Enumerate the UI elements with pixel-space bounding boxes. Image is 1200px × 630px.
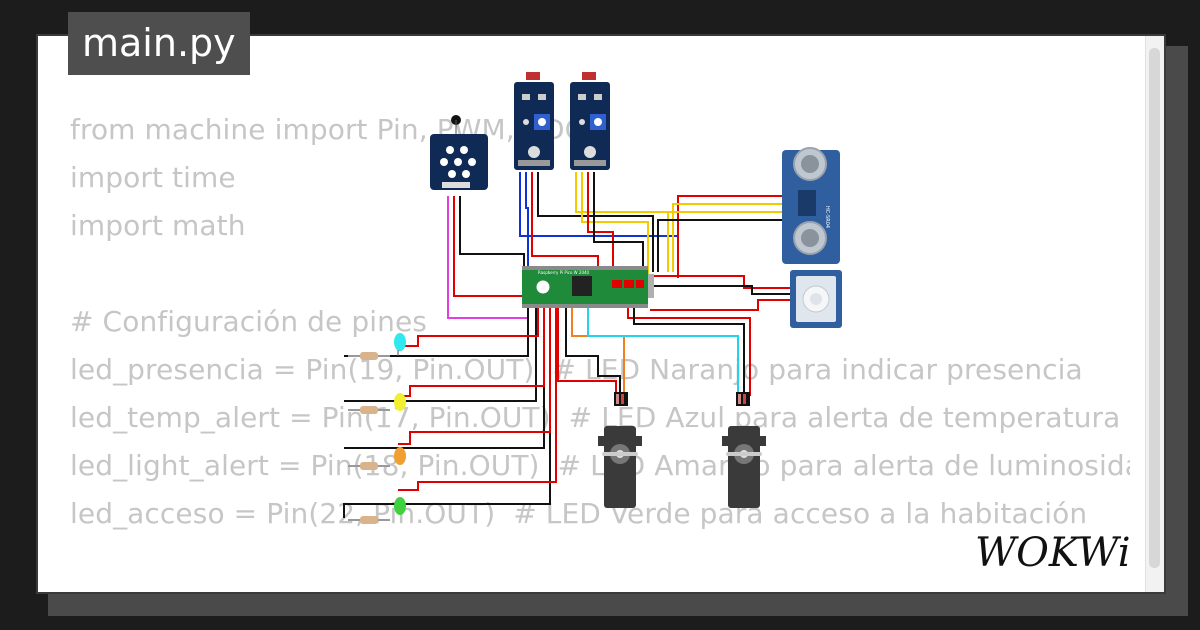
wire-cyan	[587, 306, 739, 396]
resistor-icon	[348, 462, 390, 470]
logo-text: WOKWi	[975, 530, 1131, 576]
wire-red	[587, 172, 614, 268]
servo-icon[interactable]	[598, 392, 642, 508]
pico-label: Raspberry Pi Pico W 2040	[538, 270, 590, 275]
wire-red	[531, 172, 599, 268]
led-icon[interactable]	[394, 333, 406, 356]
wire-red	[453, 196, 522, 297]
led-icon[interactable]	[394, 447, 406, 465]
servo-icon[interactable]	[722, 392, 766, 508]
wire-red	[398, 306, 545, 397]
wire-yellow	[581, 172, 649, 276]
wokwi-logo: WOKWi	[975, 530, 1131, 576]
wire-red	[650, 299, 790, 311]
pir-sensor-icon[interactable]	[790, 270, 842, 328]
scroll-thumb[interactable]	[1149, 48, 1160, 568]
resistor-icon	[348, 406, 390, 414]
wire-red	[677, 195, 783, 278]
wire-red	[557, 306, 617, 396]
wires	[343, 172, 799, 518]
wire-black	[459, 196, 525, 268]
wire-black	[657, 219, 783, 272]
temperature-module-icon[interactable]	[430, 115, 488, 190]
pico-board[interactable]: Raspberry Pi Pico W 2040	[522, 266, 654, 308]
circuit-diagram[interactable]: Raspberry Pi Pico W 2040	[38, 36, 1166, 594]
wire-red	[627, 306, 751, 396]
wire-red	[650, 275, 790, 289]
code-line: import time	[70, 161, 236, 194]
resistor-icon	[348, 516, 390, 524]
wire-red	[398, 306, 539, 347]
code-line: import math	[70, 209, 246, 242]
wire-red	[398, 306, 551, 445]
diagram-card[interactable]: from machine import Pin, PWM, ADC import…	[36, 34, 1166, 594]
code-line: from machine import Pin, PWM, ADC	[70, 113, 585, 146]
wire-yellow	[672, 203, 783, 272]
wire-yellow	[575, 172, 799, 213]
wire-magenta	[447, 196, 528, 319]
wire-black	[593, 172, 644, 268]
code-line: led_acceso = Pin(22, Pin.OUT) # LED Verd…	[70, 497, 1088, 530]
code-scrollbar[interactable]	[1145, 36, 1164, 592]
code-line: led_presencia = Pin(19, Pin.OUT) # LED N…	[70, 353, 1083, 386]
wire-blue	[525, 172, 529, 268]
wire-black	[650, 285, 790, 295]
file-tab[interactable]: main.py	[68, 12, 250, 75]
led-icon[interactable]	[394, 393, 406, 411]
wire-black	[537, 172, 654, 272]
code-line: # Configuración de pines	[70, 305, 427, 338]
ultrasonic-label: HC-SR04	[824, 206, 830, 228]
wire-black	[344, 306, 537, 402]
wire-black	[344, 306, 529, 357]
wire-black	[344, 306, 545, 449]
wire-yellow	[667, 211, 783, 272]
resistor-icon	[348, 352, 390, 360]
wire-black	[633, 306, 745, 396]
wire-black	[565, 306, 621, 396]
ldr-module-icon[interactable]	[570, 72, 610, 170]
wire-red	[398, 306, 557, 491]
led-icon[interactable]	[394, 497, 406, 515]
ldr-module-icon[interactable]	[514, 72, 554, 170]
ultrasonic-sensor-icon[interactable]: HC-SR04	[782, 147, 840, 264]
